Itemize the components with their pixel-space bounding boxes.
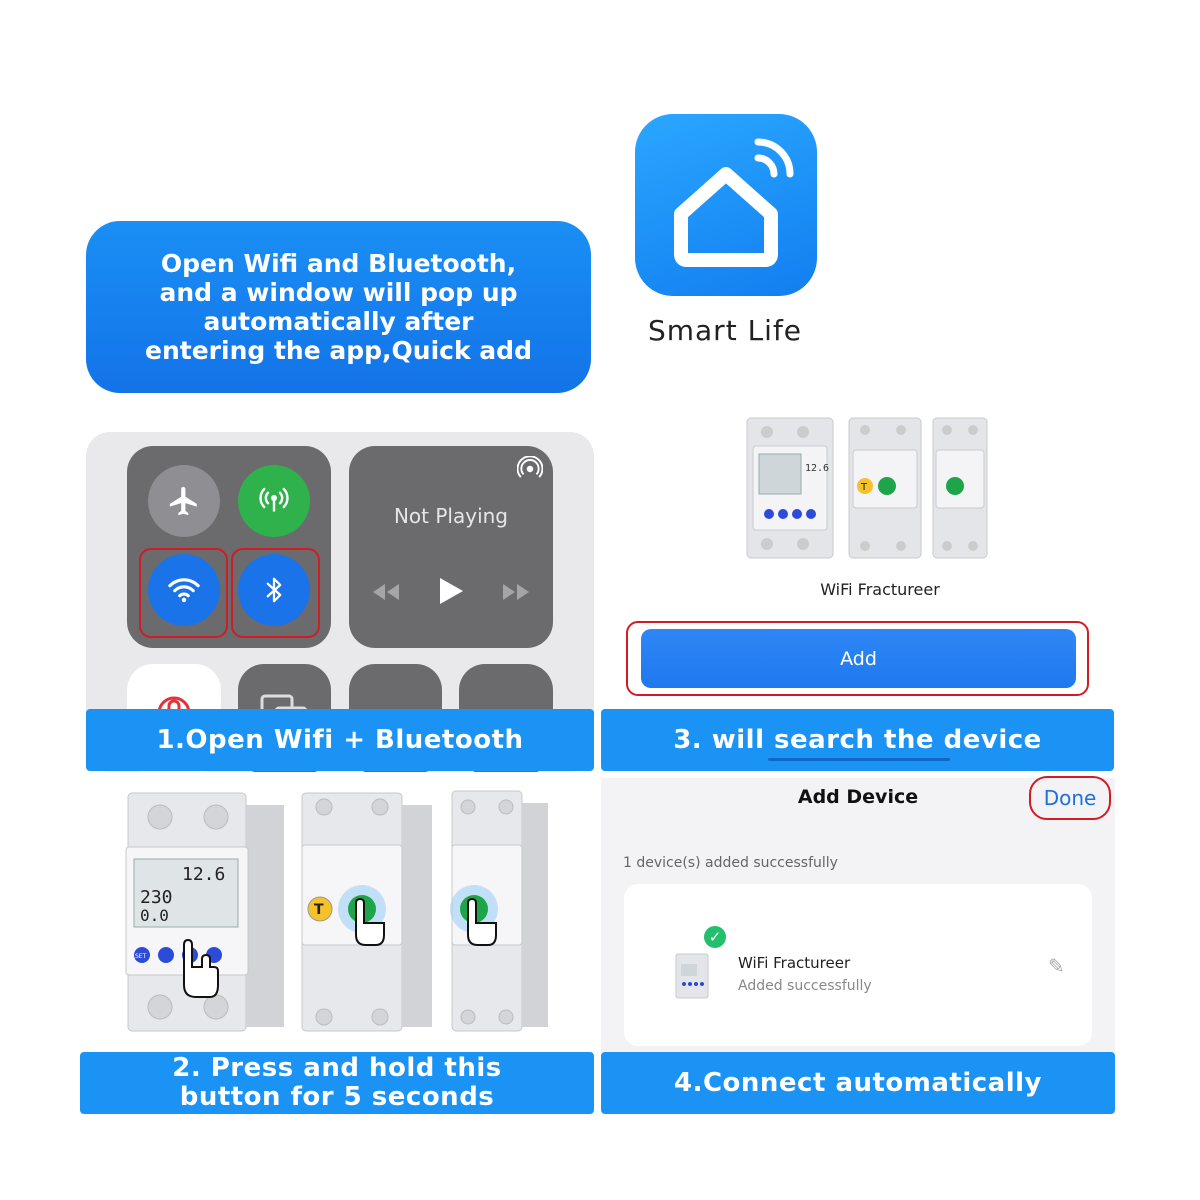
airplane-mode-toggle[interactable] xyxy=(148,465,220,537)
airplane-icon xyxy=(169,486,197,516)
voltage-reading: 230 xyxy=(140,887,173,908)
check-icon: ✓ xyxy=(702,924,728,950)
mini-kwh-reading: 12.6 xyxy=(805,463,829,474)
bluetooth-toggle[interactable] xyxy=(238,554,310,626)
cellular-icon xyxy=(259,487,289,512)
intro-line-1: Open Wifi and Bluetooth, xyxy=(160,249,517,278)
set-label: SET xyxy=(135,953,147,960)
home-icon xyxy=(674,138,794,267)
wifi-toggle[interactable] xyxy=(148,554,220,626)
kwh-reading: 12.6 xyxy=(182,864,225,885)
bluetooth-highlight xyxy=(231,548,320,638)
cellular-toggle[interactable] xyxy=(238,465,310,537)
step-2-banner: 2. Press and hold this button for 5 seco… xyxy=(80,1052,594,1114)
rewind-icon[interactable] xyxy=(371,582,401,606)
step-2-line-1: 2. Press and hold this xyxy=(172,1053,502,1083)
airplay-icon[interactable] xyxy=(516,455,544,486)
press-button-illustration: 12.6 230 0.0 SET T xyxy=(125,790,548,1032)
device-thumbnail xyxy=(675,953,709,999)
found-device-name: WiFi Fractureer xyxy=(820,580,940,599)
step-2-line-2: button for 5 seconds xyxy=(179,1082,495,1112)
wifi-icon xyxy=(168,578,200,603)
added-count-text: 1 device(s) added successfully xyxy=(623,855,838,871)
media-block: Not Playing xyxy=(349,446,553,648)
add-device-title: Add Device xyxy=(797,786,919,808)
add-device-button[interactable]: Add xyxy=(641,629,1076,688)
step-1-banner: 1.Open Wifi + Bluetooth xyxy=(86,709,594,771)
current-reading: 0.0 xyxy=(140,906,169,925)
added-device-status: Added successfully xyxy=(738,978,872,994)
smart-life-app-icon[interactable] xyxy=(635,114,817,296)
step-3-underline xyxy=(768,758,950,761)
intro-line-3: automatically after xyxy=(203,307,474,336)
edit-icon[interactable]: ✎ xyxy=(1048,954,1065,978)
added-device-name: WiFi Fractureer xyxy=(738,954,851,972)
bluetooth-icon xyxy=(266,577,282,603)
fast-forward-icon[interactable] xyxy=(501,582,531,606)
intro-line-4: entering the app,Quick add xyxy=(145,336,532,365)
done-button[interactable]: Done xyxy=(1043,786,1097,810)
done-highlight xyxy=(1029,776,1111,820)
media-status: Not Playing xyxy=(393,504,509,528)
wifi-highlight xyxy=(139,548,228,638)
t-button-label: T xyxy=(314,902,324,918)
step-4-banner: 4.Connect automatically xyxy=(601,1052,1115,1114)
intro-banner: Open Wifi and Bluetooth, and a window wi… xyxy=(86,221,591,393)
mini-t-label: T xyxy=(860,482,868,493)
add-button-highlight xyxy=(626,621,1089,696)
play-icon[interactable] xyxy=(437,576,465,610)
add-device-screen: Add Device Done 1 device(s) added succes… xyxy=(601,776,1115,1053)
intro-line-2: and a window will pop up xyxy=(159,278,518,307)
step-3-banner: 3. will search the device xyxy=(601,709,1114,771)
device-products-image: 12.6 T xyxy=(746,417,988,559)
step-3-text: 3. will search the device xyxy=(673,724,1042,755)
added-device-card[interactable]: ✓ WiFi Fractureer Added successfully ✎ xyxy=(624,884,1092,1046)
app-name: Smart Life xyxy=(647,314,803,347)
